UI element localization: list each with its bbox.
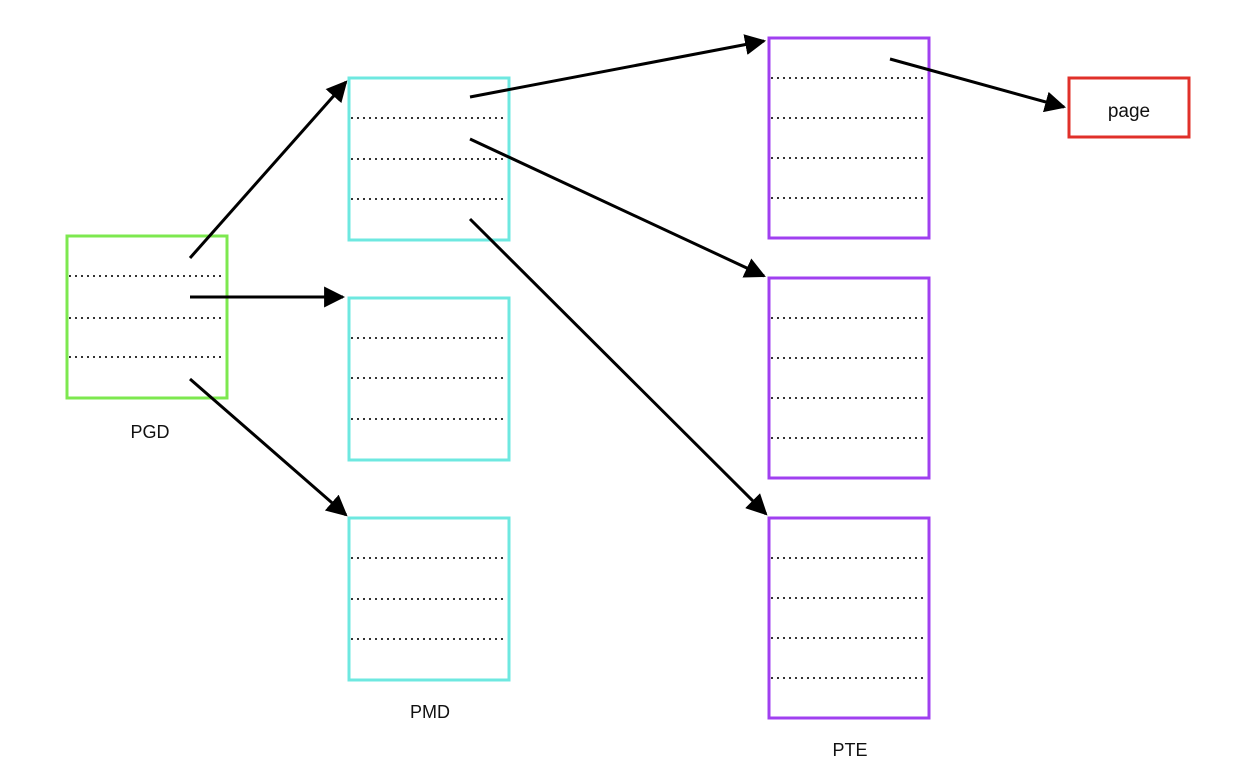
pmd-table-1 <box>347 76 511 242</box>
pmd-table-border <box>347 76 511 242</box>
arrow-pte-to-page <box>889 57 1067 113</box>
pte-table-1 <box>767 36 931 240</box>
pmd-table-2 <box>347 296 511 462</box>
page-box-border <box>1067 76 1191 139</box>
pte-label: PTE <box>832 740 867 760</box>
pgd-table <box>65 234 229 400</box>
arrow-pmd-to-pte-3 <box>468 217 768 516</box>
pte-table-border <box>767 276 931 480</box>
pmd-table-border <box>347 296 511 462</box>
arrow-pmd-to-pte-1 <box>469 34 767 99</box>
page-frame: page <box>1067 76 1191 139</box>
page-label: page <box>1108 101 1150 122</box>
pmd-label: PMD <box>410 702 450 722</box>
arrow-pgd-to-pmd-3 <box>189 377 348 517</box>
pmd-table-border <box>347 516 511 682</box>
pte-table-border <box>767 36 931 240</box>
arrow-pgd-to-pmd-1 <box>188 80 348 259</box>
pgd-table-border <box>65 234 229 400</box>
pte-table-border <box>767 516 931 720</box>
pte-table-2 <box>767 276 931 480</box>
pmd-table-3 <box>347 516 511 682</box>
arrow-pmd-to-pte-2 <box>469 137 766 278</box>
pte-table-3 <box>767 516 931 720</box>
pgd-label: PGD <box>130 422 169 442</box>
